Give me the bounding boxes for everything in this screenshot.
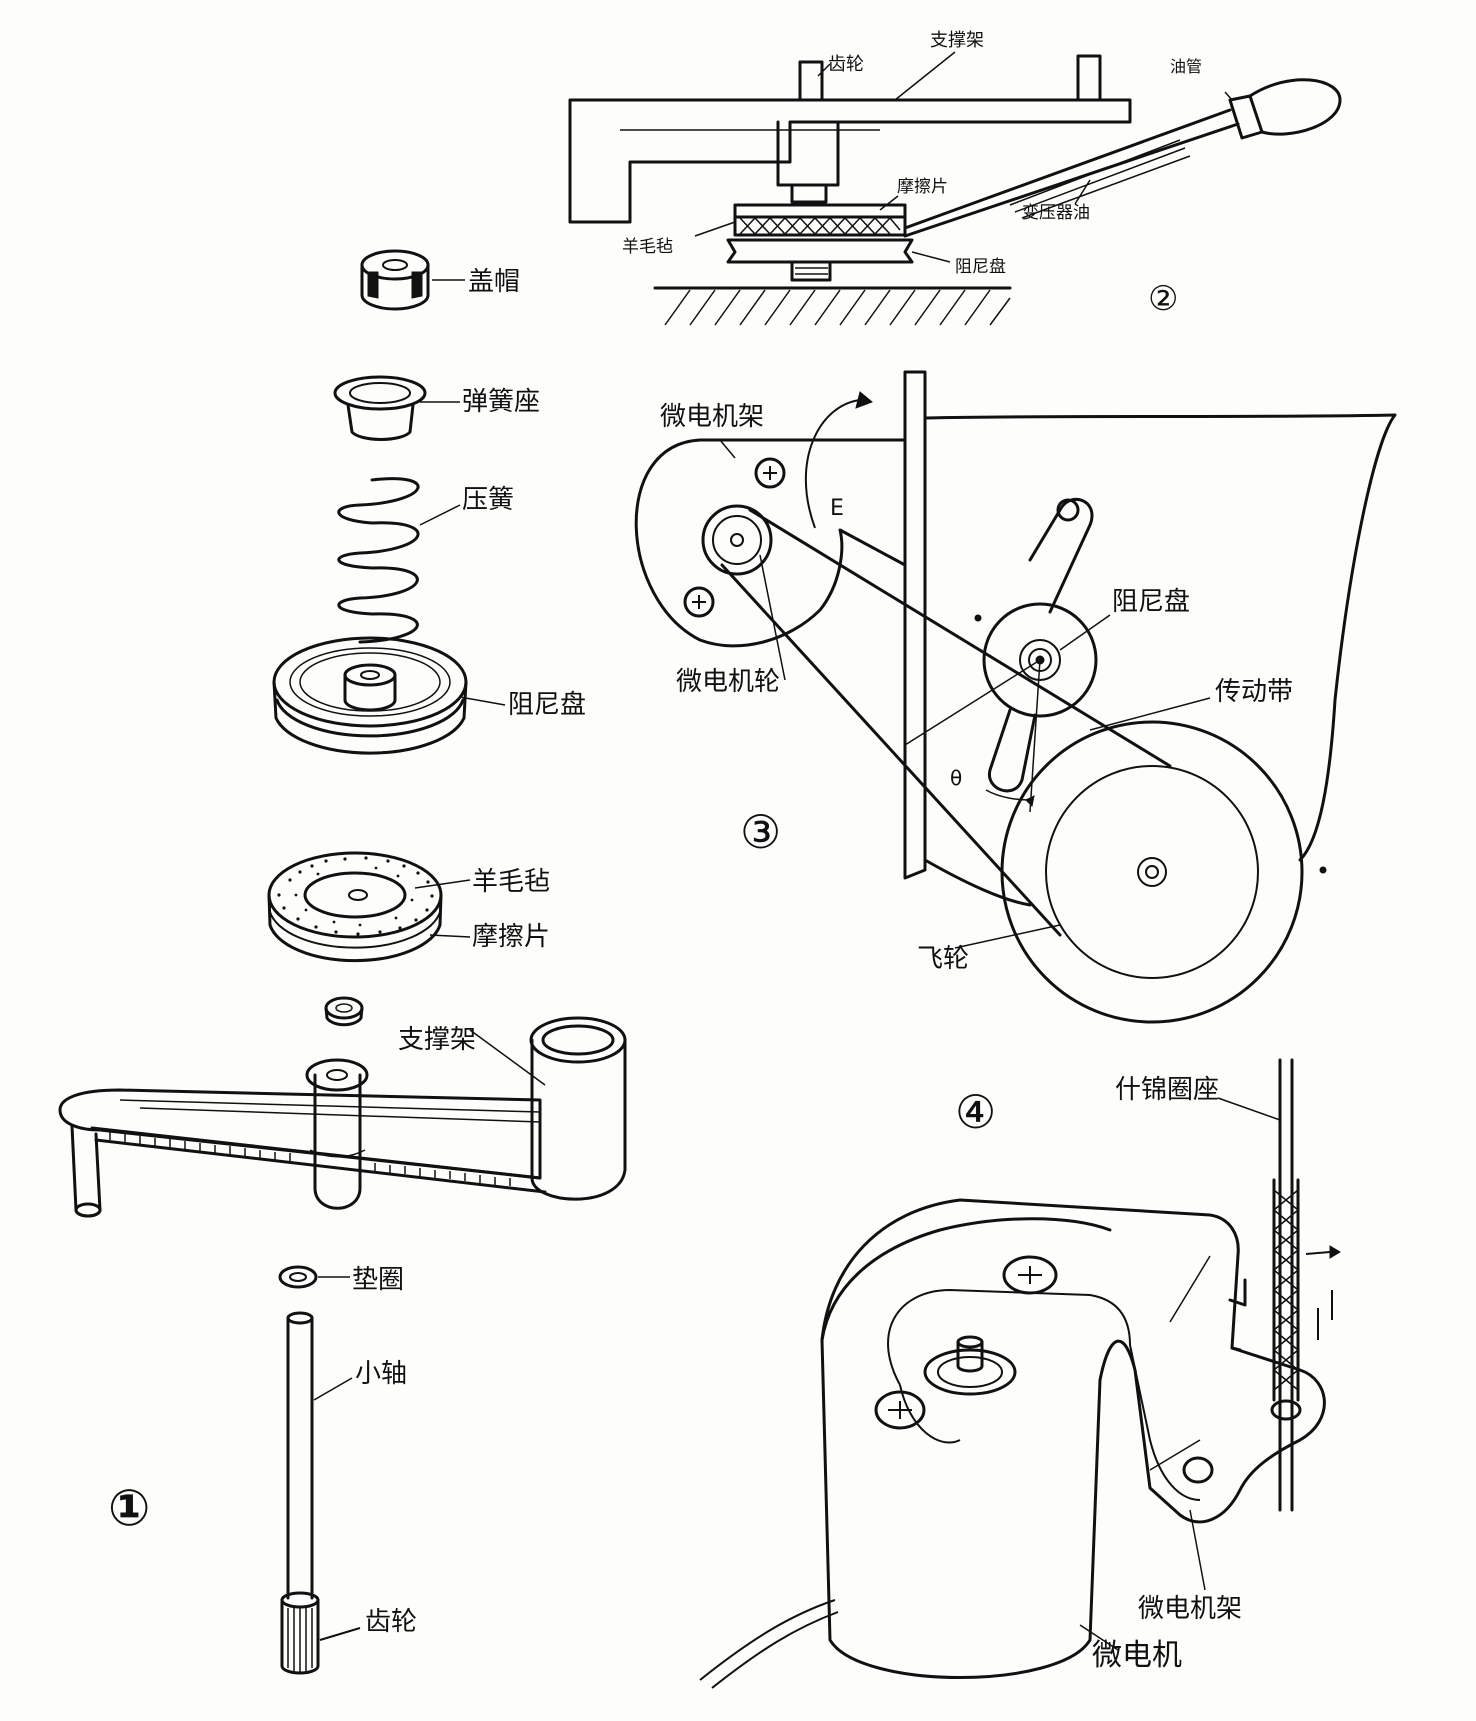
fig2-label-gear: 齿轮 [828,54,864,75]
fig1-label-cap: 盖帽 [468,267,520,297]
figure-4: 什锦圈座 微电机架 微电机 ④ [699,1058,1341,1689]
fig3-label-motor-pulley: 微电机轮 [676,667,780,697]
fig1-label-damper: 阻尼盘 [508,690,586,720]
fig3-label-belt: 传动带 [1215,677,1293,707]
fig1-label-felt: 羊毛毡 [472,867,550,897]
fig1-label-gear: 齿轮 [365,1607,417,1637]
fig2-damper [726,238,914,264]
fig2-post-right [1076,54,1102,102]
fig3-motor-frame [634,438,907,648]
fig3-wall-plate [903,370,927,880]
fig4-rod [1272,1058,1300,1512]
fig2-ground-hatch [664,289,1011,326]
fig1-bracket [58,1016,627,1218]
fig3-flywheel [1000,720,1304,1024]
figure-2: 齿轮 支撑架 油管 摩擦片 变压器油 羊毛毡 阻尼盘 ② [568,30,1342,326]
fig2-label-oil-tube: 油管 [1170,57,1202,76]
fig2-number: ② [1148,279,1178,319]
figure-1: 盖帽 弹簧座 压簧 阻尼盘 [58,249,627,1675]
fig3-label-damper: 阻尼盘 [1112,587,1190,617]
fig4-label-motor: 微电机 [1092,1638,1182,1673]
fig1-washer [278,1265,318,1289]
fig2-label-bracket: 支撑架 [930,30,984,51]
fig4-label-tin-seat: 什锦圈座 [1115,1075,1219,1105]
fig1-small-ring [324,996,364,1027]
fig1-damper [272,636,468,755]
fig4-motor [820,1217,1112,1679]
fig3-label-theta: θ [950,766,962,790]
fig4-motor-frame [820,1198,1326,1524]
fig4-label-motor-frame: 微电机架 [1138,1594,1242,1624]
fig1-shaft [286,1311,314,1600]
fig3-belt [720,508,1172,937]
fig2-oil-tube [903,108,1240,238]
fig4-pulley [923,1335,1017,1396]
fig2-friction [733,203,907,219]
figure-3: 微电机架 E 阻尼盘 微电机轮 传动带 θ 飞轮 ③ [634,370,1397,1024]
fig4-wires [699,1599,839,1689]
fig1-number: ① [108,1479,150,1537]
fig3-label-flywheel: 飞轮 [917,944,969,974]
fig2-label-damper: 阻尼盘 [955,257,1006,277]
fig1-label-washer: 垫圈 [352,1265,404,1295]
fig2-label-felt: 羊毛毡 [622,237,673,257]
fig3-motor-pulley [701,504,773,576]
fig1-gear [280,1591,320,1675]
fig1-label-spring: 压簧 [462,485,514,515]
fig1-label-friction: 摩擦片 [472,922,550,952]
fig1-felt-disk [267,851,443,963]
fig2-felt [733,215,907,237]
fig3-label-e: E [830,496,844,521]
fig1-spring-seat [333,375,427,441]
fig1-label-shaft: 小轴 [355,1359,407,1389]
fig3-screw-1 [754,457,786,489]
fig4-number: ④ [955,1085,996,1139]
fig1-spring [337,477,420,644]
fig2-label-friction: 摩擦片 [897,177,948,197]
fig3-label-motor-frame: 微电机架 [660,402,764,432]
fig2-bracket [568,98,1132,224]
fig3-number: ③ [740,805,781,859]
fig1-cap [360,249,430,311]
fig3-screw-2 [683,586,715,618]
fig2-label-transformer-oil: 变压器油 [1022,203,1090,223]
fig4-screw-2 [874,1390,926,1430]
fig4-screw-1 [1002,1255,1058,1295]
fig1-label-spring-seat: 弹簧座 [462,387,540,417]
fig2-gear-post [798,60,824,102]
fig1-label-bracket: 支撑架 [398,1025,476,1055]
